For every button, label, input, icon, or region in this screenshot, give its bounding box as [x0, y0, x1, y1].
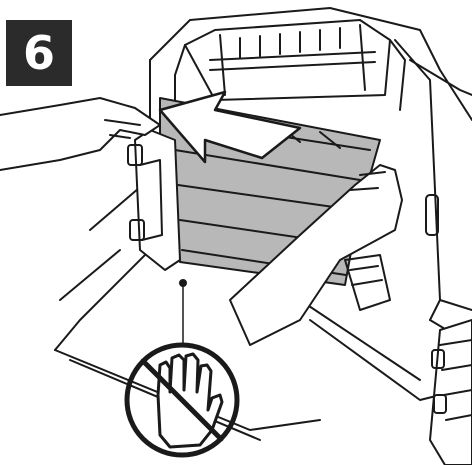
no-touch-hand-icon: [124, 342, 240, 458]
spare-cartridge: [429, 319, 472, 465]
callout-dot: [179, 279, 187, 287]
step-number: 6: [22, 26, 55, 80]
arrow-up-left-icon: [158, 90, 302, 164]
right-hand: [229, 164, 403, 346]
right-mechanism: [344, 254, 391, 311]
step-number-badge: 6: [6, 20, 72, 86]
belt-unit-left-frame: [127, 129, 181, 271]
left-hand: [0, 97, 161, 171]
